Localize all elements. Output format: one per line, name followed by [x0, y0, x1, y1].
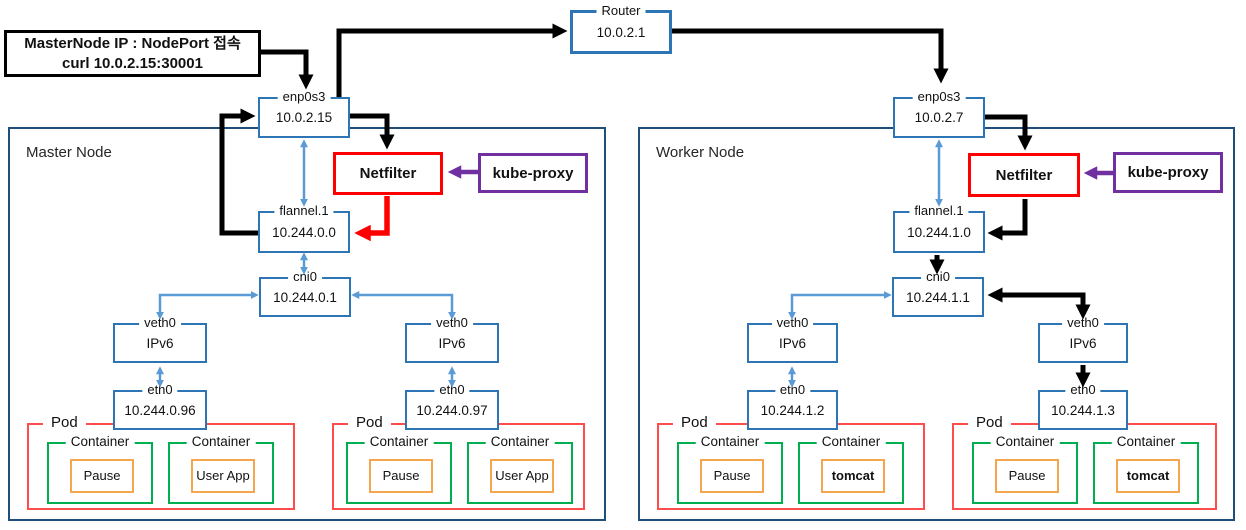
worker-enp0s3-ip: 10.0.2.7: [914, 110, 964, 125]
master-enp0s3-ip: 10.0.2.15: [275, 110, 333, 125]
worker-kube-proxy-box: kube-proxy: [1113, 152, 1223, 193]
worker-enp0s3-box: enp0s3 10.0.2.7: [893, 89, 985, 138]
master-eth0-right-box: eth0 10.244.0.97: [405, 382, 499, 430]
master-pod-2-container-2: Container User App: [467, 434, 573, 504]
master-flannel-ip: 10.244.0.0: [272, 224, 336, 240]
worker-flannel-label: flannel.1: [909, 203, 969, 219]
user-app-container-box: User App: [191, 459, 255, 493]
worker-eth0-left-label: eth0: [774, 382, 811, 398]
master-pod-1: Pod Container Pause Container User App: [27, 414, 295, 510]
master-pod-2-container-1: Container Pause: [346, 434, 452, 504]
worker-veth0-left-box: veth0 IPv6: [747, 315, 838, 363]
worker-netfilter-box: Netfilter: [968, 153, 1080, 197]
tomcat-container-box: tomcat: [821, 459, 885, 493]
master-flannel-box: flannel.1 10.244.0.0: [258, 203, 350, 253]
master-eth0-right-label: eth0: [434, 382, 470, 398]
worker-flannel-box: flannel.1 10.244.1.0: [893, 203, 985, 253]
worker-pod-2-container-2: Container tomcat: [1093, 434, 1199, 504]
worker-cni0-label: cni0: [921, 269, 955, 285]
master-veth0-right-label: veth0: [431, 315, 473, 331]
master-cni0-box: cni0 10.244.0.1: [259, 269, 351, 317]
worker-veth0-left-ip: IPv6: [778, 335, 806, 351]
worker-pod-1-container-2: Container tomcat: [798, 434, 904, 504]
worker-veth0-right-label: veth0: [1062, 315, 1104, 331]
router-ip: 10.0.2.1: [596, 24, 646, 40]
container-label: Container: [990, 434, 1060, 449]
master-cni0-label: cni0: [288, 269, 322, 285]
worker-pod-2-label: Pod: [968, 414, 1011, 431]
callout-line-2: curl 10.0.2.15:30001: [62, 54, 203, 72]
master-pod-1-container-2: Container User App: [168, 434, 274, 504]
worker-pod-2-container-1: Container Pause: [972, 434, 1078, 504]
container-label: Container: [186, 434, 256, 449]
worker-eth0-right-label: eth0: [1065, 382, 1101, 398]
worker-cni0-box: cni0 10.244.1.1: [892, 269, 984, 317]
worker-pod-1: Pod Container Pause Container tomcat: [657, 414, 925, 510]
master-veth0-right-box: veth0 IPv6: [405, 315, 499, 363]
arrow-callout-to-master-enp0s3: [261, 49, 314, 90]
master-node-title: Master Node: [26, 144, 112, 161]
master-enp0s3-label: enp0s3: [277, 89, 331, 105]
worker-pod-1-container-1: Container Pause: [677, 434, 783, 504]
user-app-container-box: User App: [490, 459, 554, 493]
master-enp0s3-box: enp0s3 10.0.2.15: [258, 89, 350, 138]
worker-pod-2: Pod Container Pause Container tomcat: [952, 414, 1217, 510]
container-label: Container: [695, 434, 765, 449]
arrow-master-enp0s3-to-router: [336, 23, 568, 97]
master-netfilter-box: Netfilter: [333, 152, 443, 195]
worker-eth0-left-ip: 10.244.1.2: [760, 402, 825, 418]
callout-line-1: MasterNode IP : NodePort 접속: [24, 35, 241, 52]
router-label: Router: [596, 3, 646, 19]
master-eth0-left-label: eth0: [142, 382, 178, 398]
master-pod-2-label: Pod: [348, 414, 391, 431]
master-flannel-label: flannel.1: [274, 203, 334, 219]
master-pod-2: Pod Container Pause Container User App: [332, 414, 585, 510]
container-label: Container: [1111, 434, 1181, 449]
worker-veth0-right-ip: IPv6: [1069, 335, 1097, 351]
pause-container-box: Pause: [70, 459, 134, 493]
master-eth0-left-box: eth0 10.244.0.96: [113, 382, 207, 430]
worker-pod-1-label: Pod: [673, 414, 716, 431]
worker-enp0s3-label: enp0s3: [912, 89, 966, 105]
worker-eth0-left-box: eth0 10.244.1.2: [747, 382, 838, 430]
master-pod-1-container-1: Container Pause: [47, 434, 153, 504]
master-cni0-ip: 10.244.0.1: [273, 289, 337, 305]
master-veth0-left-ip: IPv6: [146, 335, 174, 351]
arrow-router-to-worker-enp0s3: [672, 28, 949, 84]
router-box: Router 10.0.2.1: [570, 3, 672, 54]
nodeport-access-callout: MasterNode IP : NodePort 접속 curl 10.0.2.…: [4, 30, 261, 77]
worker-flannel-ip: 10.244.1.0: [907, 224, 971, 240]
master-kube-proxy-box: kube-proxy: [478, 153, 588, 193]
worker-eth0-right-box: eth0 10.244.1.3: [1038, 382, 1128, 430]
master-pod-1-label: Pod: [43, 414, 86, 431]
master-veth0-left-box: veth0 IPv6: [113, 315, 207, 363]
pause-container-box: Pause: [995, 459, 1059, 493]
master-eth0-right-ip: 10.244.0.97: [416, 402, 488, 418]
master-veth0-right-ip: IPv6: [438, 335, 466, 351]
container-label: Container: [65, 434, 135, 449]
worker-eth0-right-ip: 10.244.1.3: [1051, 402, 1115, 418]
master-veth0-left-label: veth0: [139, 315, 181, 331]
container-label: Container: [816, 434, 886, 449]
master-eth0-left-ip: 10.244.0.96: [124, 402, 196, 418]
container-label: Container: [485, 434, 555, 449]
pause-container-box: Pause: [700, 459, 764, 493]
worker-veth0-right-box: veth0 IPv6: [1038, 315, 1128, 363]
container-label: Container: [364, 434, 434, 449]
worker-cni0-ip: 10.244.1.1: [906, 289, 970, 305]
worker-veth0-left-label: veth0: [771, 315, 814, 331]
tomcat-container-box: tomcat: [1116, 459, 1180, 493]
worker-node-title: Worker Node: [656, 144, 745, 161]
pause-container-box: Pause: [369, 459, 433, 493]
